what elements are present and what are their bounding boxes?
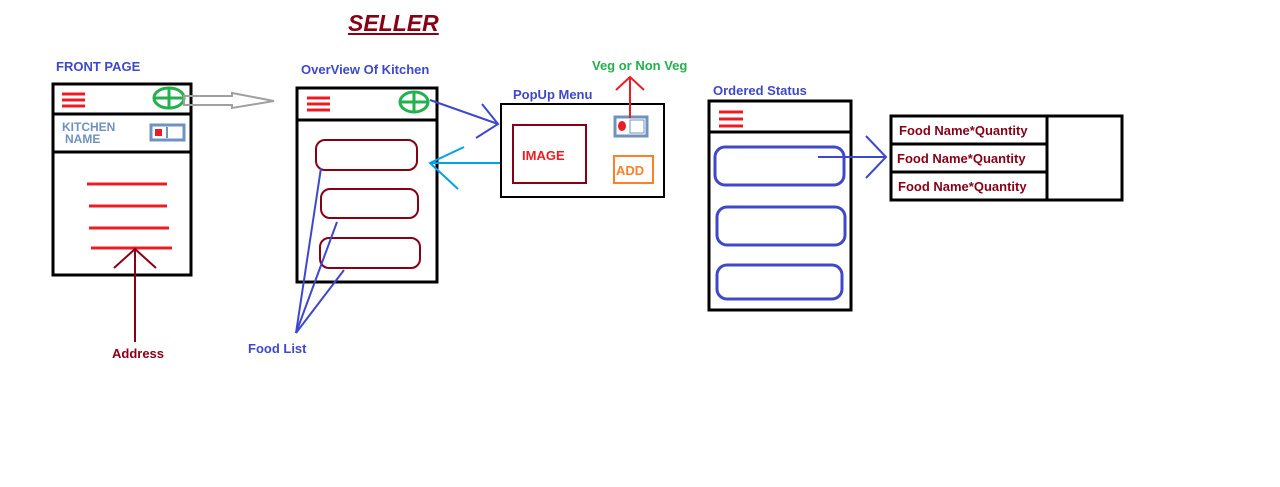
address-lines [87,182,172,250]
veg-label: Veg or Non Veg [592,58,688,73]
order-detail-arrow [818,135,888,179]
add-label: ADD [616,163,645,178]
order-detail-table [889,114,1124,202]
navigate-arrow [183,91,275,110]
food-item-card[interactable] [315,139,418,171]
add-circle-icon[interactable] [152,86,186,110]
popup-menu [500,103,665,198]
order-card[interactable] [713,145,846,187]
veg-arrow [615,75,645,118]
hamburger-menu-icon[interactable] [719,110,743,128]
order-card[interactable] [715,263,844,301]
front-page-screen [51,82,193,342]
veg-toggle-icon[interactable] [613,115,649,138]
address-arrow [113,247,157,342]
order-card[interactable] [715,205,847,247]
kitchen-name-line2: NAME [65,132,101,146]
overview-screen [295,86,439,334]
kitchen-name: KITCHEN NAME [62,121,115,145]
open-popup-arrow [429,99,500,139]
veg-toggle-icon[interactable] [149,123,186,142]
ordered-screen [707,99,853,312]
add-button[interactable] [613,155,654,184]
hamburger-menu-icon[interactable] [307,96,330,112]
food-item-card[interactable] [320,188,419,219]
front-page-label: FRONT PAGE [56,59,141,74]
page-title: SELLER [348,10,439,36]
add-circle-icon[interactable] [398,90,430,114]
overview-label: OverView Of Kitchen [301,62,430,77]
food-item-card[interactable] [319,237,421,269]
popup-menu-label: PopUp Menu [513,87,593,102]
return-arrow [428,146,500,190]
order-item-name: Food Name*Quantity [897,151,1026,166]
food-image-placeholder [512,124,587,184]
ordered-status-label: Ordered Status [713,83,807,98]
food-list-label: Food List [248,341,307,356]
order-item-name: Food Name*Quantity [899,123,1028,138]
food-list-pointers [295,167,345,334]
order-item-name: Food Name*Quantity [898,179,1027,194]
kitchen-name-line1: KITCHEN [62,120,116,134]
image-label: IMAGE [522,148,565,163]
hamburger-menu-icon[interactable] [62,92,85,108]
address-label: Address [112,346,165,361]
